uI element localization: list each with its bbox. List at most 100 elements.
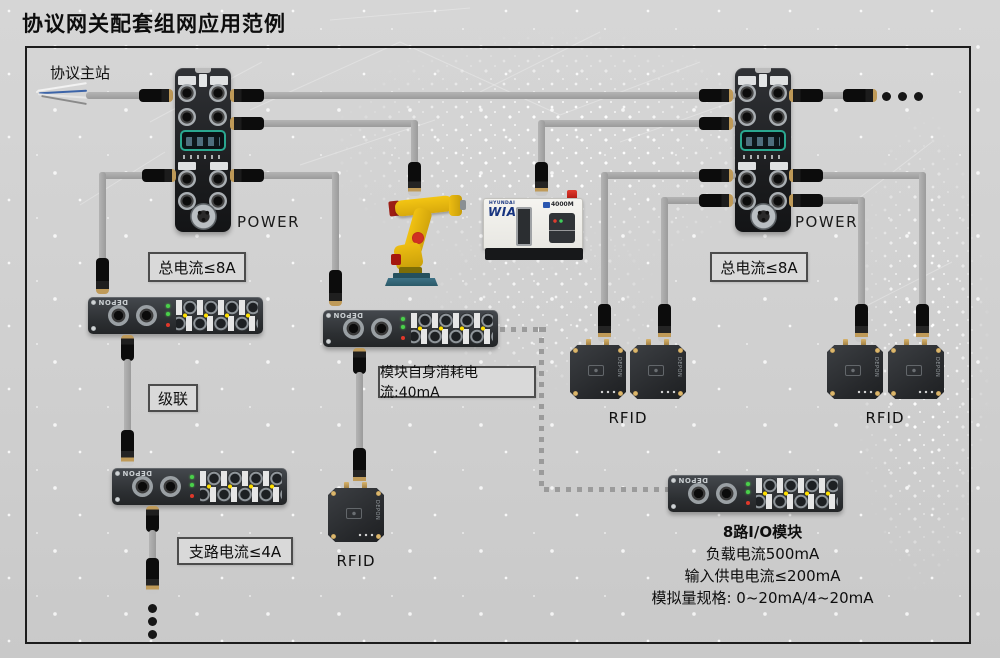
backbone-cable — [240, 92, 736, 99]
rfid-label-middle: RFID — [336, 552, 376, 570]
port-label — [199, 74, 207, 87]
cascade-label: 级联 — [148, 384, 198, 412]
power-in-port — [108, 305, 129, 326]
cable — [124, 359, 131, 433]
brand-text: DEPON — [934, 357, 940, 378]
antenna-post — [362, 482, 367, 489]
power-in-port — [132, 476, 153, 497]
m12-port — [769, 170, 787, 188]
cable-connector — [789, 89, 823, 102]
cnc-brand-small: HYUNDAI — [489, 201, 516, 206]
antenna-connector — [658, 304, 671, 342]
cable — [858, 197, 865, 308]
module-consumption-text: 模块自身消耗电流:40mA — [380, 365, 478, 401]
power-port — [750, 203, 777, 230]
robot-base-neck — [399, 267, 422, 275]
power-in-port — [343, 318, 364, 339]
m12-port — [178, 192, 196, 210]
status-led — [166, 304, 170, 308]
cable-connector — [329, 270, 342, 306]
branch-current-label: 支路电流≤4A — [177, 537, 293, 565]
cable-connector — [699, 117, 733, 130]
io-led-row — [180, 313, 255, 318]
port-label — [738, 162, 756, 170]
antenna-connector — [353, 448, 366, 486]
total-current-text: 总电流≤8A — [158, 258, 236, 277]
cable — [541, 120, 736, 127]
status-led — [401, 336, 405, 340]
cable — [149, 530, 156, 562]
port-label — [770, 162, 788, 170]
cnc-machine: HYUNDAI WIA 4000M — [483, 190, 585, 262]
antenna-post — [904, 339, 909, 346]
continuation-dots — [148, 604, 157, 613]
status-led — [190, 483, 194, 487]
cable-connector — [789, 194, 823, 207]
cable — [661, 197, 668, 308]
m12-port — [738, 108, 756, 126]
cable — [240, 120, 418, 127]
power-label-left: POWER — [237, 213, 301, 231]
continuation-dots — [882, 92, 891, 101]
cable — [411, 120, 418, 168]
m12-port — [209, 170, 227, 188]
power-out-port — [160, 476, 181, 497]
alarm-light — [567, 190, 577, 199]
port-label — [738, 76, 756, 85]
rfid-antenna-mark — [346, 508, 362, 519]
dashed-link — [539, 327, 544, 492]
brand-text: DEPON — [676, 357, 682, 378]
brand-text: DEPON — [374, 500, 380, 521]
cable — [99, 172, 106, 262]
cable-connector — [96, 258, 109, 294]
io-port-row — [756, 494, 838, 509]
antenna-post — [664, 339, 669, 346]
cable — [332, 172, 339, 274]
status-led — [746, 501, 750, 505]
cable-connector — [146, 506, 159, 532]
io8-analog-spec: 模拟量规格: 0~20mA/4~20mA — [651, 589, 874, 607]
port-label — [178, 162, 196, 170]
screw — [671, 504, 676, 509]
rfid-reader-middle: DEPON — [328, 488, 384, 542]
status-led — [401, 325, 405, 329]
rfid-label-group-right: RFID — [865, 409, 905, 427]
robot-base-top — [393, 273, 430, 279]
io-led-row — [204, 484, 279, 489]
robot-arm — [365, 190, 466, 286]
m12-port — [178, 170, 196, 188]
io-port-row — [176, 316, 258, 331]
m12-port — [209, 192, 227, 210]
robot-joint-red — [412, 232, 424, 244]
cnc-base — [485, 248, 583, 260]
continuation-dots — [148, 617, 157, 626]
io-port-row — [200, 471, 282, 486]
status-led — [166, 312, 170, 316]
cable-connector — [230, 89, 264, 102]
rfid-leds — [358, 533, 376, 537]
model-badge-icon — [543, 201, 550, 208]
display-ticks — [743, 155, 783, 159]
screw — [91, 300, 96, 305]
m12-port — [769, 192, 787, 210]
io8-info-block: 8路I/O模块 负载电流500mA 输入供电电流≤200mA 模拟量规格: 0~… — [640, 521, 885, 609]
robot-wrist — [449, 195, 462, 216]
m12-port — [769, 84, 787, 102]
antenna-connector — [916, 304, 929, 342]
cable — [601, 172, 736, 179]
screw — [115, 471, 120, 476]
cable — [661, 197, 736, 204]
rfid-reader-a2: DEPON — [630, 345, 686, 399]
antenna-post — [586, 339, 591, 346]
cable — [86, 92, 142, 99]
port-label — [178, 76, 196, 85]
status-display — [740, 130, 786, 151]
cnc-model-badge: 4000M — [543, 201, 574, 208]
io-module-1: DEPON — [88, 297, 263, 334]
antenna-post — [344, 482, 349, 489]
cable — [240, 172, 339, 179]
power-out-port — [371, 318, 392, 339]
status-led — [401, 317, 405, 321]
diagram-frame — [25, 46, 971, 644]
